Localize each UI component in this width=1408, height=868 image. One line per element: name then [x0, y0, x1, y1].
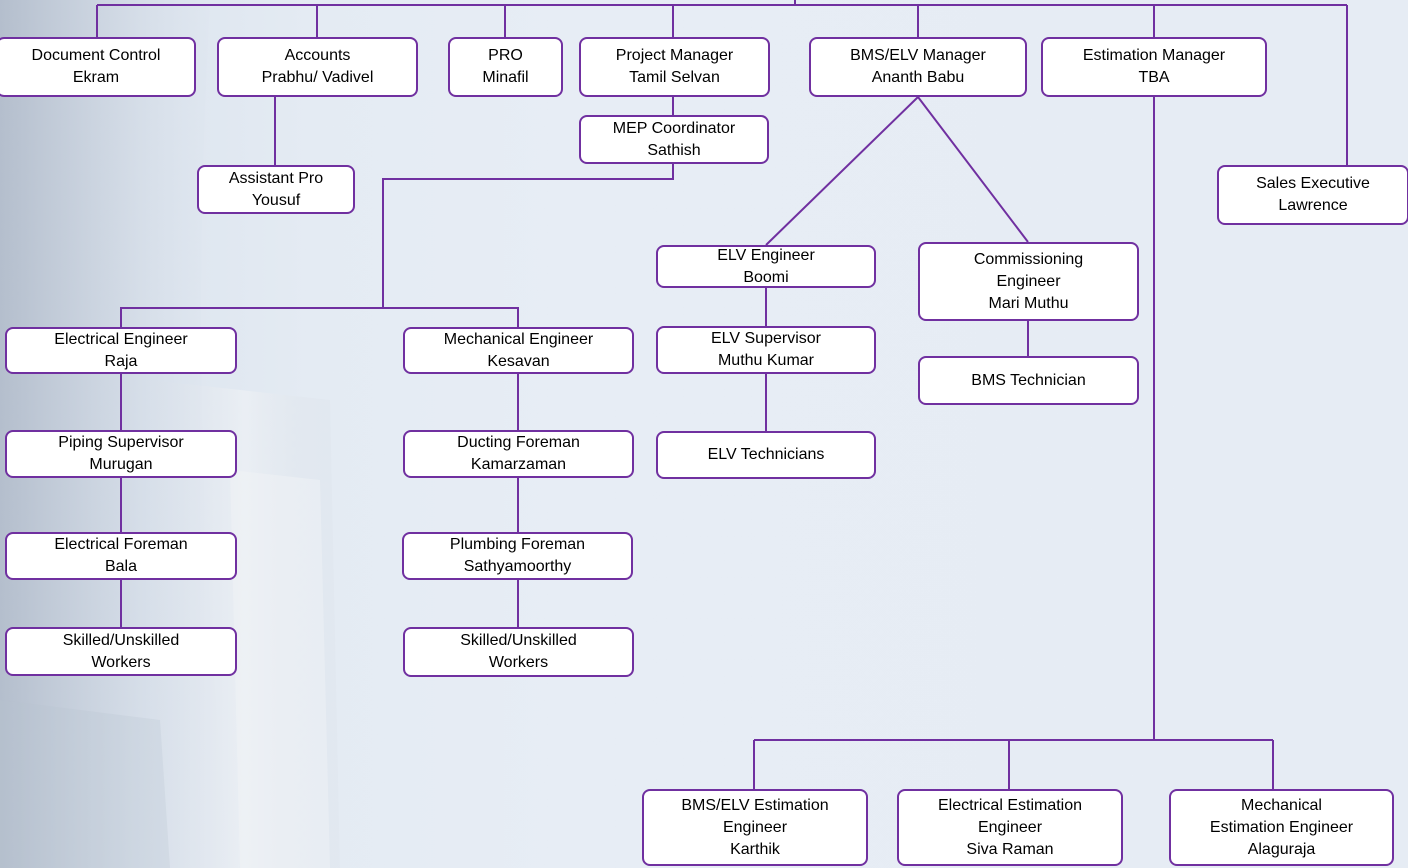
- node-mechanical-estimation-engineer-line1: Mechanical: [1241, 796, 1322, 814]
- node-bms-elv-manager: BMS/ELV Manager Ananth Babu: [809, 37, 1027, 97]
- node-project-manager: Project Manager Tamil Selvan: [579, 37, 770, 97]
- node-piping-supervisor-name: Murugan: [89, 456, 153, 473]
- node-bms-elv-manager-name: Ananth Babu: [871, 69, 965, 86]
- node-project-manager-title: Project Manager: [615, 47, 734, 64]
- node-bms-technician: BMS Technician: [918, 356, 1139, 405]
- node-assistant-pro-name: Yousuf: [251, 191, 301, 209]
- node-electrical-estimation-engineer-name: Siva Raman: [966, 840, 1054, 858]
- node-sales-executive-name: Lawrence: [1278, 197, 1348, 214]
- node-elv-engineer-name: Boomi: [743, 268, 789, 286]
- connector-estimation-engineers: [753, 97, 1274, 789]
- node-workers-mechanical-line2: Workers: [488, 654, 549, 671]
- node-piping-supervisor: Piping Supervisor Murugan: [5, 430, 237, 478]
- node-ducting-foreman-name: Kamarzaman: [470, 456, 567, 473]
- node-estimation-manager-title: Estimation Manager: [1082, 47, 1226, 64]
- node-electrical-estimation-engineer: Electrical Estimation Engineer Siva Rama…: [897, 789, 1123, 866]
- node-bms-elv-estimation-engineer-name: Karthik: [730, 840, 780, 858]
- node-mechanical-estimation-engineer-line2: Estimation Engineer: [1209, 818, 1354, 836]
- node-workers-electrical-line2: Workers: [91, 653, 151, 671]
- node-bms-elv-estimation-engineer-line1: BMS/ELV Estimation: [681, 796, 829, 814]
- node-mechanical-engineer-name: Kesavan: [487, 352, 550, 370]
- node-commissioning-engineer: Commissioning Engineer Mari Muthu: [918, 242, 1139, 321]
- node-elv-engineer-title: ELV Engineer: [717, 246, 815, 264]
- node-workers-electrical: Skilled/Unskilled Workers: [5, 627, 237, 676]
- node-assistant-pro-title: Assistant Pro: [228, 169, 324, 187]
- node-mep-coordinator-name: Sathish: [647, 141, 701, 159]
- node-electrical-foreman: Electrical Foreman Bala: [5, 532, 237, 580]
- node-commissioning-engineer-line1: Commissioning: [973, 250, 1084, 268]
- node-bms-elv-estimation-engineer: BMS/ELV Estimation Engineer Karthik: [642, 789, 868, 866]
- node-pro-name: Minafil: [482, 69, 529, 86]
- node-electrical-engineer: Electrical Engineer Raja: [5, 327, 237, 374]
- node-accounts: Accounts Prabhu/ Vadivel: [217, 37, 418, 97]
- node-plumbing-foreman-name: Sathyamoorthy: [463, 558, 572, 575]
- node-document-control-title: Document Control: [31, 47, 161, 64]
- node-estimation-manager-name: TBA: [1138, 69, 1170, 86]
- node-assistant-pro: Assistant Pro Yousuf: [197, 165, 355, 214]
- node-mechanical-estimation-engineer-name: Alaguraja: [1247, 840, 1316, 858]
- node-bms-technician-title: BMS Technician: [971, 371, 1086, 389]
- node-ducting-foreman: Ducting Foreman Kamarzaman: [403, 430, 634, 478]
- node-elv-supervisor-name: Muthu Kumar: [717, 352, 815, 369]
- connector-mep-engineers: [120, 164, 674, 327]
- node-workers-mechanical: Skilled/Unskilled Workers: [403, 627, 634, 677]
- node-plumbing-foreman-title: Plumbing Foreman: [449, 536, 586, 553]
- node-bms-elv-estimation-engineer-line2: Engineer: [722, 818, 788, 836]
- connector-top-bus: [97, 0, 1347, 6]
- node-sales-executive: Sales Executive Lawrence: [1217, 165, 1408, 225]
- node-bms-elv-manager-title: BMS/ELV Manager: [850, 47, 986, 64]
- node-sales-executive-title: Sales Executive: [1256, 175, 1370, 192]
- node-project-manager-name: Tamil Selvan: [629, 69, 720, 86]
- node-electrical-foreman-title: Electrical Foreman: [54, 536, 188, 553]
- node-piping-supervisor-title: Piping Supervisor: [58, 434, 184, 451]
- node-elv-supervisor: ELV Supervisor Muthu Kumar: [656, 326, 876, 374]
- node-elv-engineer: ELV Engineer Boomi: [656, 245, 876, 288]
- node-accounts-name: Prabhu/ Vadivel: [261, 69, 374, 86]
- node-mechanical-estimation-engineer: Mechanical Estimation Engineer Alaguraja: [1169, 789, 1394, 866]
- node-pro: PRO Minafil: [448, 37, 563, 97]
- node-pro-title: PRO: [488, 47, 523, 64]
- node-ducting-foreman-title: Ducting Foreman: [457, 434, 580, 451]
- node-electrical-foreman-name: Bala: [104, 558, 138, 575]
- node-workers-electrical-line1: Skilled/Unskilled: [62, 631, 180, 649]
- node-accounts-title: Accounts: [284, 47, 351, 64]
- node-mep-coordinator-title: MEP Coordinator: [612, 119, 736, 137]
- node-electrical-engineer-title: Electrical Engineer: [54, 330, 188, 348]
- node-electrical-engineer-name: Raja: [104, 352, 138, 370]
- node-mechanical-engineer: Mechanical Engineer Kesavan: [403, 327, 634, 374]
- node-commissioning-engineer-name: Mari Muthu: [988, 294, 1069, 312]
- connector-bms-elv-manager-diagonals: [765, 96, 1029, 246]
- node-mep-coordinator: MEP Coordinator Sathish: [579, 115, 769, 164]
- node-workers-mechanical-line1: Skilled/Unskilled: [460, 632, 577, 649]
- node-elv-technicians-title: ELV Technicians: [707, 446, 825, 463]
- node-document-control-name: Ekram: [72, 69, 120, 86]
- node-commissioning-engineer-line2: Engineer: [996, 272, 1061, 290]
- node-electrical-estimation-engineer-line2: Engineer: [977, 818, 1043, 836]
- node-elv-technicians: ELV Technicians: [656, 431, 876, 479]
- node-estimation-manager: Estimation Manager TBA: [1041, 37, 1267, 97]
- node-mechanical-engineer-title: Mechanical Engineer: [443, 330, 594, 348]
- node-elv-supervisor-title: ELV Supervisor: [711, 330, 821, 347]
- node-plumbing-foreman: Plumbing Foreman Sathyamoorthy: [402, 532, 633, 580]
- node-document-control: Document Control Ekram: [0, 37, 196, 97]
- node-electrical-estimation-engineer-line1: Electrical Estimation: [937, 796, 1083, 814]
